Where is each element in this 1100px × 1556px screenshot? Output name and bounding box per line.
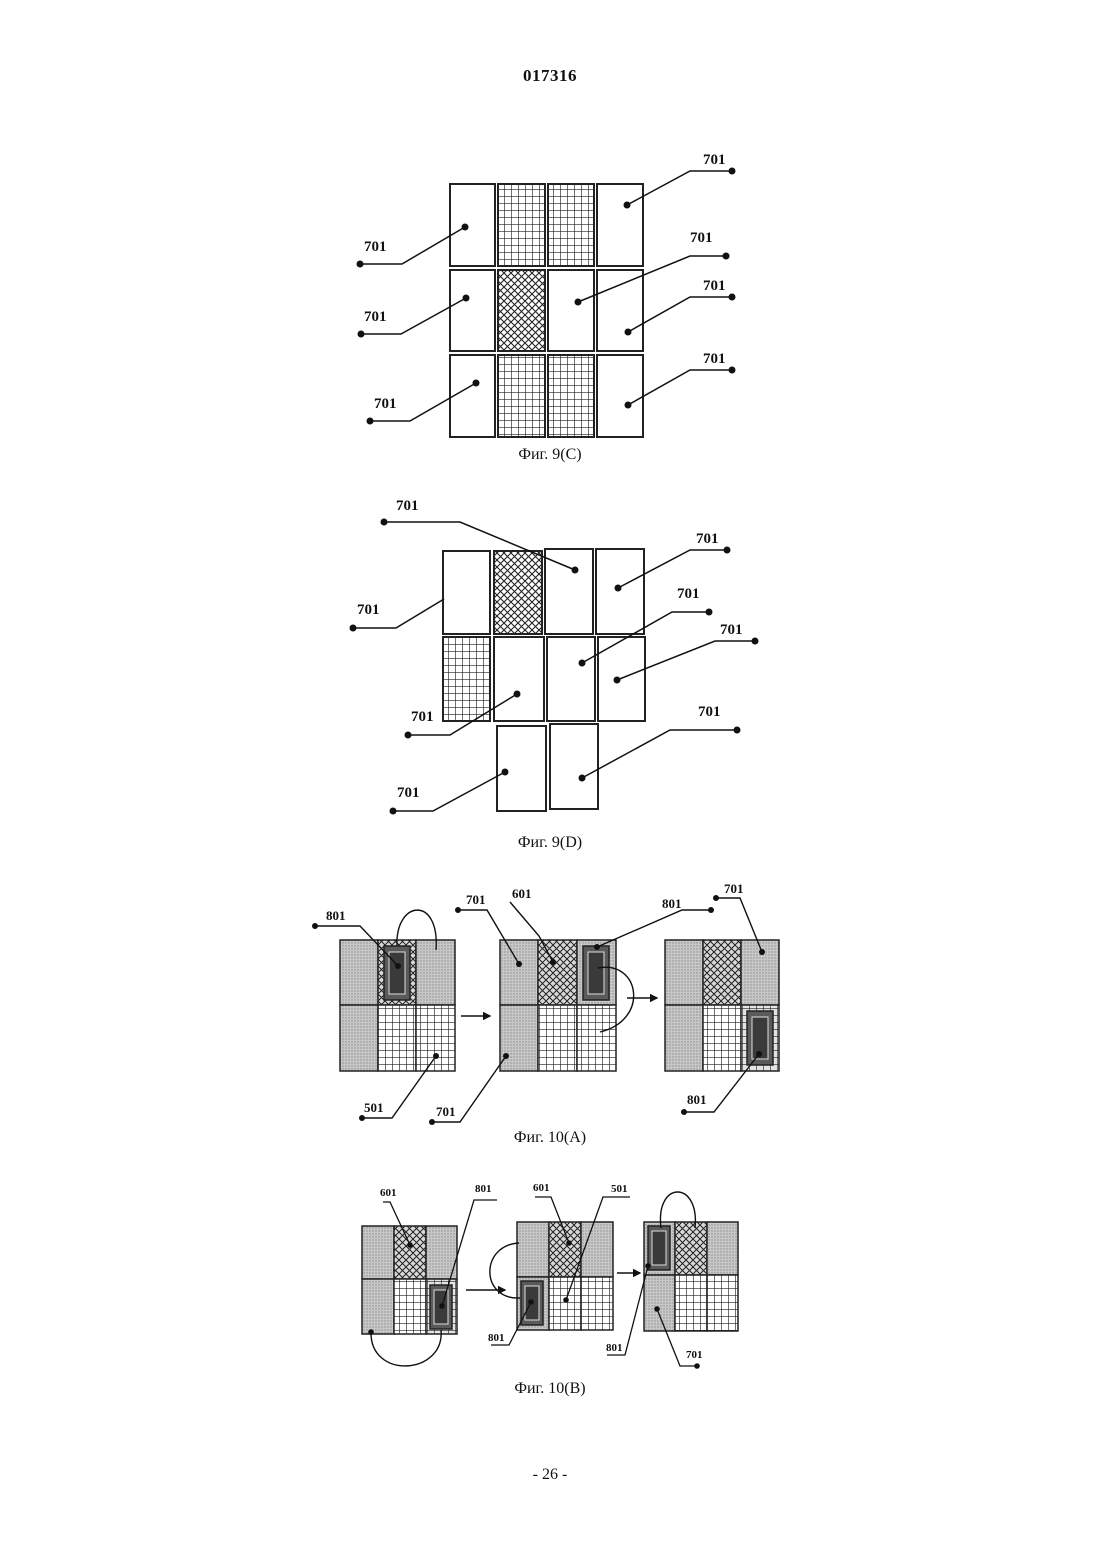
ref-label: 801 [326, 908, 346, 923]
ref-label: 801 [488, 1332, 505, 1344]
ref-label: 701 [357, 602, 380, 618]
ref-label: 701 [698, 704, 721, 720]
ref-label: 501 [611, 1183, 628, 1195]
ref-label: 701 [724, 881, 744, 896]
figure-9c: 701 701 701 701 701 701 701 [0, 140, 1100, 450]
figure-caption: Фиг. 9(D) [0, 834, 1100, 852]
ref-label: 801 [687, 1092, 707, 1107]
figure-caption: Фиг. 10(A) [0, 1129, 1100, 1147]
ref-label: 701 [374, 396, 397, 412]
ref-label: 801 [662, 896, 682, 911]
ref-label: 701 [703, 351, 726, 367]
figure-9d: 701 701 701 701 701 701 701 701 [0, 490, 1100, 830]
ref-label: 701 [720, 622, 743, 638]
ref-label: 701 [396, 498, 419, 514]
ref-label: 701 [703, 152, 726, 168]
patent-number: 017316 [0, 66, 1100, 86]
ref-label: 701 [686, 1349, 703, 1361]
page-footer: - 26 - [0, 1466, 1100, 1484]
ref-label: 601 [533, 1182, 550, 1194]
ref-label: 701 [466, 892, 486, 907]
figure-10a: 801 701 601 801 701 501 701 801 [0, 878, 1100, 1130]
ref-label: 701 [696, 531, 719, 547]
ref-label: 801 [475, 1183, 492, 1195]
ref-label: 701 [703, 278, 726, 294]
ref-label: 701 [397, 785, 420, 801]
ref-label: 701 [364, 239, 387, 255]
ref-label: 701 [690, 230, 713, 246]
ref-label: 501 [364, 1100, 384, 1115]
ref-label: 701 [364, 309, 387, 325]
ref-label: 701 [411, 709, 434, 725]
figure-10b: 601 801 601 501 801 801 701 [0, 1176, 1100, 1376]
ref-label: 601 [512, 886, 532, 901]
figure-caption: Фиг. 10(B) [0, 1380, 1100, 1398]
figure-caption: Фиг. 9(C) [0, 446, 1100, 464]
ref-label: 701 [436, 1104, 456, 1119]
ref-label: 601 [380, 1187, 397, 1199]
ref-label: 701 [677, 586, 700, 602]
ref-label: 801 [606, 1342, 623, 1354]
